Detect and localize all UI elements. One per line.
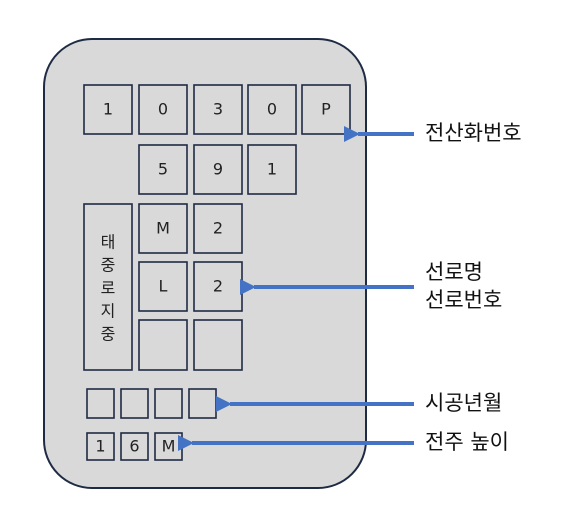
telephone-number-cell: 5	[138, 144, 188, 195]
pole-height-char: 1	[95, 437, 105, 456]
line-name-value: 2	[213, 219, 223, 238]
construction-date-cell	[154, 388, 183, 419]
line-number-value: L	[159, 277, 168, 296]
telephone-number-digit: 5	[158, 160, 168, 179]
vertical-label-char: 중	[101, 325, 116, 344]
telephone-number-digit: P	[321, 100, 331, 119]
telephone-number-cell: 9	[193, 144, 243, 195]
pole-height-cell: 6	[120, 432, 149, 461]
telephone-number-cell: P	[301, 84, 351, 135]
construction-date-cell	[188, 388, 217, 419]
label-telephone-number: 전산화번호	[425, 121, 522, 145]
telephone-number-cell: 0	[247, 84, 297, 135]
label-line-number: 선로번호	[425, 288, 502, 312]
telephone-number-digit: 0	[158, 100, 168, 119]
pole-height-char: 6	[129, 437, 139, 456]
line-name-cell: M	[138, 203, 188, 254]
telephone-number-cell: 3	[193, 84, 243, 135]
label-line-name: 선로명	[425, 260, 483, 284]
line-name-cell: 2	[193, 203, 243, 254]
line-number-cell: 2	[193, 261, 243, 312]
pole-height-cell: 1	[86, 432, 115, 461]
telephone-number-digit: 0	[267, 100, 277, 119]
vertical-label-box: 태 중 로 지 중	[83, 203, 133, 371]
construction-date-cell	[86, 388, 115, 419]
line-number-cell: L	[138, 261, 188, 312]
vertical-label-char: 로	[101, 279, 116, 298]
telephone-number-cell: 1	[247, 144, 297, 195]
empty-cell	[193, 319, 243, 371]
vertical-label-char: 지	[101, 302, 116, 321]
pole-height-char: M	[162, 437, 176, 456]
line-number-value: 2	[213, 277, 223, 296]
telephone-number-digit: 3	[213, 100, 223, 119]
telephone-number-cell: 0	[138, 84, 188, 135]
vertical-label-char: 중	[101, 256, 116, 275]
telephone-number-cell: 1	[83, 84, 133, 135]
pole-height-cell: M	[154, 432, 183, 461]
vertical-label-char: 태	[101, 233, 116, 252]
telephone-number-digit: 9	[213, 160, 223, 179]
empty-cell	[138, 319, 188, 371]
line-name-value: M	[156, 219, 170, 238]
construction-date-cell	[120, 388, 149, 419]
label-pole-height: 전주 높이	[425, 430, 509, 454]
telephone-number-digit: 1	[267, 160, 277, 179]
label-construction-date: 시공년월	[425, 391, 502, 415]
telephone-number-digit: 1	[103, 100, 113, 119]
